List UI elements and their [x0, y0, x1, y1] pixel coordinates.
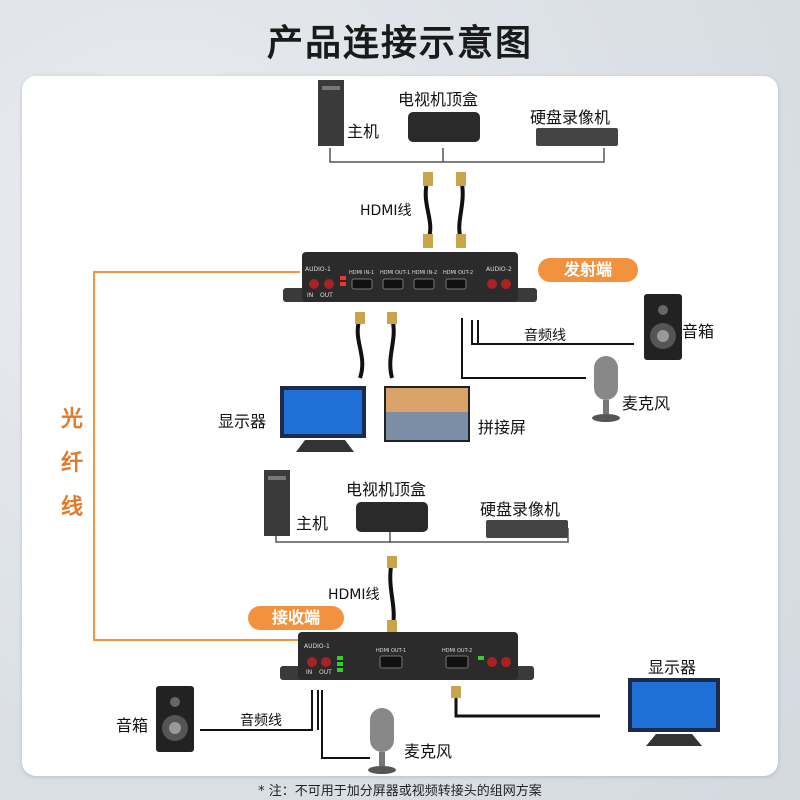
rx-mic-drawing [368, 708, 396, 774]
tx-port3-label: HDMI IN-2 [412, 270, 438, 276]
tx-monitor-drawing [280, 386, 366, 452]
rx-audio1-label: AUDIO-1 [304, 643, 330, 650]
bottom-tvbox-drawing [356, 502, 428, 532]
tx-port1-label: HDMI IN-1 [349, 270, 375, 276]
bottom-nvr-drawing [486, 520, 568, 538]
rx-speaker-label: 音箱 [116, 716, 149, 735]
fiber-label: 光纤线 [60, 407, 83, 520]
top-hdmi-cables [423, 172, 466, 248]
receiver-device [280, 632, 534, 680]
top-sources-bracket [329, 148, 605, 163]
fiber-line [93, 271, 300, 641]
tx-audio-cable-label: 音频线 [524, 328, 566, 344]
receiver-tag: 接收端 [248, 606, 344, 630]
transmitter-tag: 发射端 [538, 258, 638, 282]
rx-port2-label: HDMI OUT-2 [442, 648, 473, 654]
bottom-pc-drawing [264, 470, 290, 536]
tx-audio1-out-label: OUT [320, 292, 333, 299]
rx-mic-label: 麦克风 [404, 742, 453, 761]
tx-nvr-label: 硬盘录像机 [530, 108, 611, 127]
tx-port4-label: HDMI OUT-2 [443, 270, 474, 276]
tx-hdmi-cable-label: HDMI线 [360, 203, 412, 219]
tx-audio1-in-label: IN [307, 292, 314, 299]
tx-monitor-label: 显示器 [218, 412, 267, 431]
footnote: * 注：不可用于加分屏器或视频转接头的组网方案 [258, 784, 542, 799]
top-nvr-drawing [536, 128, 618, 146]
rx-nvr-label: 硬盘录像机 [480, 500, 561, 519]
rx-hdmi-cable-label: HDMI线 [328, 587, 380, 603]
tx-speaker-label: 音箱 [682, 322, 715, 341]
rx-pc-label: 主机 [296, 514, 329, 533]
tx-video-wall-drawing [384, 386, 470, 442]
tx-mic-drawing [592, 356, 620, 422]
top-pc-drawing [318, 80, 344, 146]
rx-monitor-label: 显示器 [648, 658, 697, 677]
tx-port2-label: HDMI OUT-1 [380, 270, 411, 276]
tx-mic-label: 麦克风 [622, 394, 671, 413]
rx-audio-cable-label: 音频线 [240, 713, 282, 729]
transmitter-device [283, 252, 537, 302]
rx-speaker-drawing [156, 686, 194, 752]
top-tvbox-drawing [408, 112, 480, 142]
tx-video-wall-label: 拼接屏 [478, 418, 527, 437]
tx-audio1-label: AUDIO-1 [305, 266, 331, 273]
tx-audio2-label: AUDIO-2 [486, 266, 512, 273]
rx-audio1-out-label: OUT [319, 669, 332, 676]
tx-speaker-drawing [644, 294, 682, 360]
tx-output-cables [355, 312, 634, 379]
rx-port1-label: HDMI OUT-1 [376, 648, 407, 654]
rx-audio1-in-label: IN [306, 669, 313, 676]
tx-pc-label: 主机 [347, 122, 380, 141]
rx-tvbox-label: 电视机顶盒 [346, 480, 427, 499]
tx-tvbox-label: 电视机顶盒 [398, 90, 479, 109]
rx-monitor-drawing [628, 678, 720, 746]
bottom-hdmi-cable [387, 556, 397, 632]
page-title: 产品连接示意图 [266, 23, 533, 64]
rx-output-cables [200, 686, 600, 759]
